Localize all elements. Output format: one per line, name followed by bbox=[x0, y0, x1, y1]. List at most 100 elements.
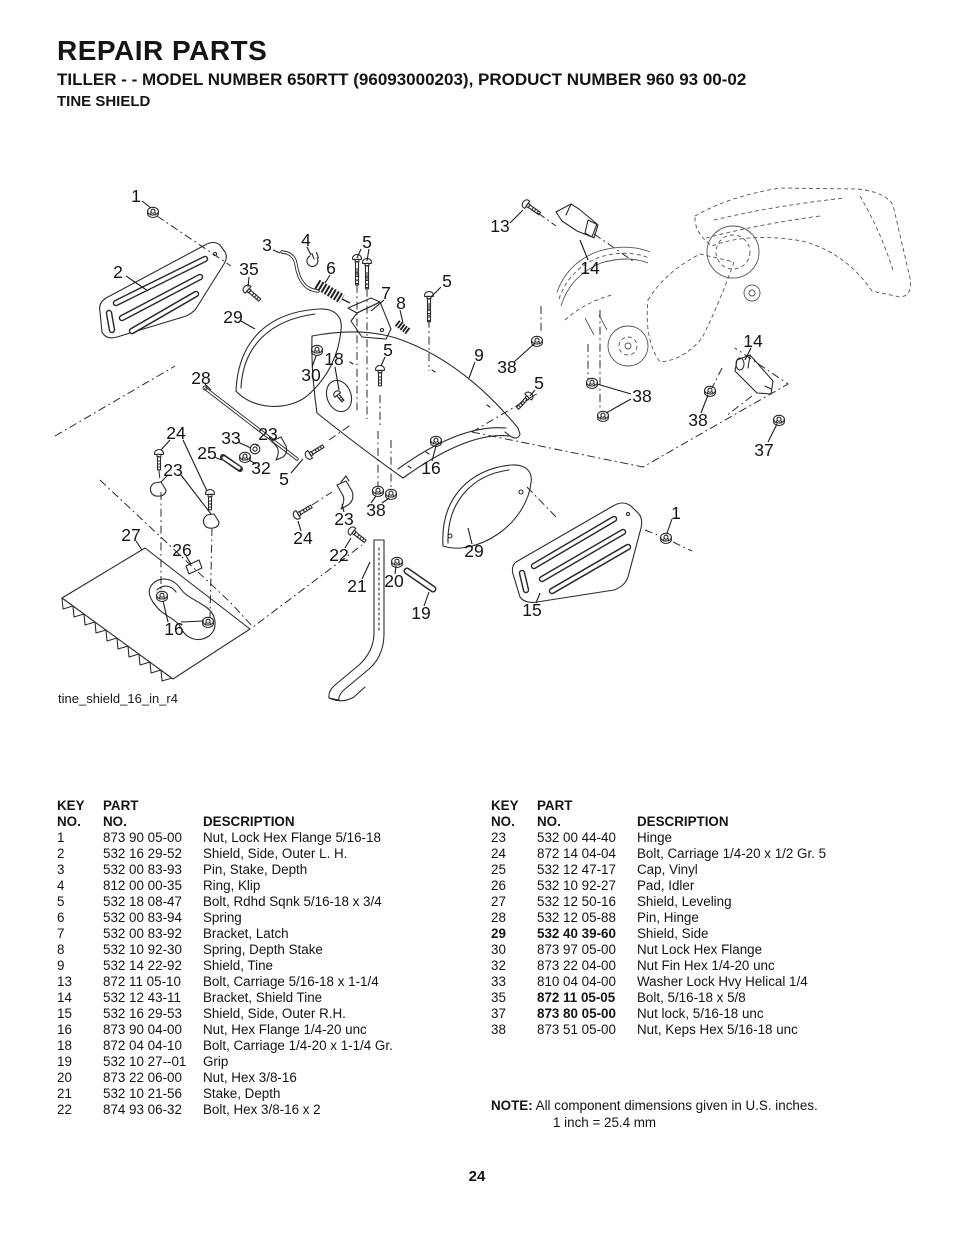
callout-leader bbox=[135, 540, 143, 551]
part-description: Bolt, Rdhd Sqnk 5/16-18 x 3/4 bbox=[203, 894, 382, 909]
callout-label: 8 bbox=[396, 293, 406, 313]
side-shield-29-center-drawing bbox=[442, 464, 532, 549]
callout-label: 23 bbox=[334, 509, 353, 529]
part-description: Pin, Stake, Depth bbox=[203, 862, 308, 877]
callout-label: 15 bbox=[522, 600, 541, 620]
callout-label: 18 bbox=[324, 349, 343, 369]
callout-label: 7 bbox=[381, 283, 391, 303]
part-number: 532 00 83-94 bbox=[103, 910, 182, 925]
carriage-bolt-icon bbox=[205, 488, 215, 511]
part-key: 35 bbox=[491, 990, 506, 1005]
part-number: 872 04 04-10 bbox=[103, 1038, 182, 1053]
part-number: 872 14 04-04 bbox=[537, 846, 616, 861]
part-key: 32 bbox=[491, 958, 506, 973]
side-shield-left-drawing bbox=[99, 241, 227, 339]
part-key: 27 bbox=[491, 894, 506, 909]
part-description: Spring, Depth Stake bbox=[203, 942, 323, 957]
callout-label: 38 bbox=[632, 386, 651, 406]
callout-leader bbox=[160, 475, 168, 483]
callout-leader bbox=[381, 497, 390, 504]
part-key: 16 bbox=[57, 1022, 72, 1037]
callout-leader bbox=[290, 458, 304, 474]
part-number: 873 51 05-00 bbox=[537, 1022, 616, 1037]
callout-label: 1 bbox=[671, 503, 681, 523]
callout-label: 28 bbox=[191, 368, 210, 388]
part-key: 13 bbox=[57, 974, 72, 989]
callout-leader bbox=[468, 361, 476, 379]
part-description: Hinge bbox=[637, 830, 672, 845]
carriage-bolt-icon bbox=[303, 441, 327, 462]
part-number: 532 12 47-17 bbox=[537, 862, 616, 877]
shield-bracket-right-drawing bbox=[734, 354, 774, 395]
depth-stake-spring-drawing bbox=[394, 320, 412, 335]
carriage-bolt-icon bbox=[331, 388, 347, 404]
callout-leader bbox=[237, 441, 252, 449]
callout-leader bbox=[341, 503, 345, 513]
note-line1: All component dimensions given in U.S. i… bbox=[535, 1098, 818, 1113]
part-key: 24 bbox=[491, 846, 506, 861]
callout-leader bbox=[324, 274, 331, 284]
part-number: 532 18 08-47 bbox=[103, 894, 182, 909]
tine-shield-drawing bbox=[311, 331, 521, 479]
part-key: 38 bbox=[491, 1022, 506, 1037]
part-description: Bolt, Hex 3/8-16 x 2 bbox=[203, 1102, 321, 1117]
part-key: 21 bbox=[57, 1086, 72, 1101]
callout-label: 25 bbox=[197, 443, 216, 463]
part-key: 3 bbox=[57, 862, 65, 877]
part-key: 19 bbox=[57, 1054, 72, 1069]
part-number: 873 90 05-00 bbox=[103, 830, 182, 845]
part-key: 8 bbox=[57, 942, 65, 957]
hinge-pin-drawing bbox=[202, 385, 299, 461]
callout-label: 6 bbox=[326, 258, 336, 278]
callout-leader bbox=[370, 299, 385, 312]
callout-label: 23 bbox=[258, 424, 277, 444]
callout-leader bbox=[700, 394, 709, 414]
callout-label: 37 bbox=[754, 440, 773, 460]
callout-label: 26 bbox=[172, 540, 191, 560]
flange-nut-icon bbox=[147, 206, 159, 219]
part-description: Spring bbox=[203, 910, 242, 925]
part-description: Shield, Leveling bbox=[637, 894, 732, 909]
stake-pin-drawing bbox=[280, 250, 320, 293]
part-number: 873 22 06-00 bbox=[103, 1070, 182, 1085]
part-number: 532 12 50-16 bbox=[537, 894, 616, 909]
callout-leader bbox=[297, 520, 302, 532]
carriage-bolt-icon bbox=[520, 197, 543, 218]
callout-label: 16 bbox=[421, 458, 440, 478]
part-key: 30 bbox=[491, 942, 506, 957]
lock-washer-icon bbox=[249, 443, 261, 455]
part-number: 532 10 21-56 bbox=[103, 1086, 182, 1101]
part-key: 29 bbox=[491, 926, 506, 941]
side-shield-right-drawing bbox=[511, 502, 643, 603]
part-description: Nut lock, 5/16-18 unc bbox=[637, 1006, 764, 1021]
callout-label: 3 bbox=[262, 235, 272, 255]
part-description: Nut Lock Hex Flange bbox=[637, 942, 763, 957]
vinyl-cap-drawing bbox=[220, 454, 243, 472]
callout-label: 22 bbox=[329, 545, 348, 565]
carriage-bolt-icon bbox=[375, 364, 385, 387]
note-block: NOTE: All component dimensions given in … bbox=[491, 1097, 921, 1131]
part-description: Nut, Lock Hex Flange 5/16-18 bbox=[203, 830, 381, 845]
part-number: 874 93 06-32 bbox=[103, 1102, 182, 1117]
part-number: 532 10 92-30 bbox=[103, 942, 182, 957]
callout-leader bbox=[535, 592, 541, 604]
callout-leader bbox=[160, 439, 171, 451]
part-description: Ring, Klip bbox=[203, 878, 261, 893]
flange-nut-icon bbox=[372, 485, 384, 498]
flange-nut-icon bbox=[202, 616, 214, 629]
part-description: Bracket, Shield Tine bbox=[203, 990, 323, 1005]
